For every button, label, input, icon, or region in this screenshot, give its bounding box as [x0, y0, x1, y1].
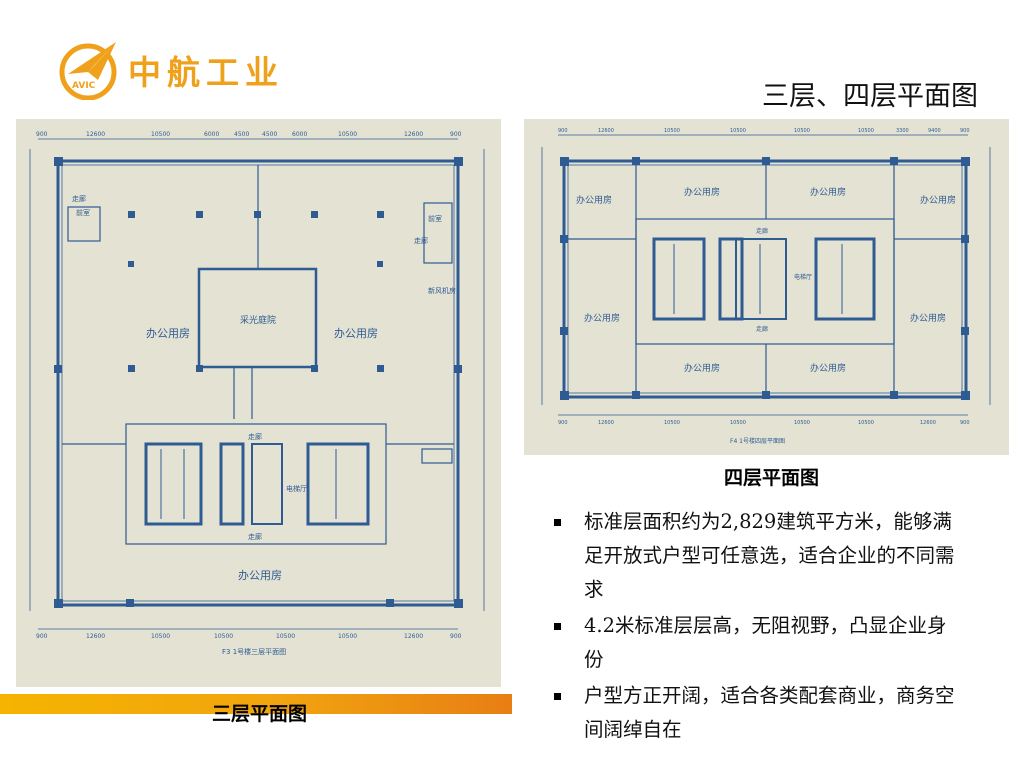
- bullet-square-icon: [554, 693, 561, 700]
- feature-item: 标准层面积约为2,829建筑平方米，能够满足开放式户型可任意选，适合企业的不同需…: [548, 505, 964, 607]
- dimension-label: 900: [450, 131, 462, 138]
- corridor-label: 走廊: [756, 325, 768, 333]
- dimension-label: 900: [558, 128, 568, 134]
- fourth-floor-drawing: 办公用房 办公用房 办公用房 办公用房 办公用房 办公用房 办公用房 办公用房 …: [541, 128, 991, 445]
- dimension-label: 10500: [214, 633, 233, 640]
- dimension-label: 6000: [204, 131, 219, 138]
- page-title: 三层、四层平面图: [762, 81, 978, 112]
- corridor-label: 走廊: [248, 432, 262, 441]
- fourth-floor-plan: 办公用房 办公用房 办公用房 办公用房 办公用房 办公用房 办公用房 办公用房 …: [524, 119, 1009, 455]
- corridor-label: 走廊: [414, 236, 428, 245]
- feature-text: 标准层面积约为2,829建筑平方米，能够满足开放式户型可任意选，适合企业的不同需…: [584, 510, 955, 601]
- courtyard-label: 采光庭院: [240, 314, 276, 326]
- fresh-air-room-label: 新风机房: [428, 286, 456, 295]
- room-label: 办公用房: [810, 362, 846, 374]
- room-label: 办公用房: [334, 327, 378, 340]
- third-floor-drawing: 办公用房 办公用房 办公用房 采光庭院 走廊 走廊 走廊 走廊 前室 前室 电梯…: [29, 131, 485, 656]
- dimension-label: 900: [450, 633, 462, 640]
- dimension-label: 900: [960, 420, 970, 426]
- dimension-label: 12600: [598, 128, 614, 134]
- room-label: 办公用房: [910, 312, 946, 324]
- fourth-floor-caption: 四层平面图: [724, 467, 820, 489]
- avic-wing-logo-icon: AVIC: [59, 42, 117, 101]
- third-floor-plan: 办公用房 办公用房 办公用房 采光庭院 走廊 走廊 走廊 走廊 前室 前室 电梯…: [16, 119, 501, 687]
- dimension-label: 10500: [338, 633, 357, 640]
- dimension-label: 10500: [858, 128, 874, 134]
- third-floor-caption: 三层平面图: [212, 703, 308, 725]
- dimension-label: 10500: [730, 128, 746, 134]
- dimension-label: 900: [960, 128, 970, 134]
- brand-name: 中航工业: [128, 53, 284, 92]
- dimension-label: 10500: [276, 633, 295, 640]
- dimension-label: 10500: [664, 128, 680, 134]
- room-label: 办公用房: [810, 186, 846, 198]
- dimension-label: 12600: [920, 420, 936, 426]
- anteroom-label: 前室: [428, 214, 442, 223]
- bullet-square-icon: [554, 623, 561, 630]
- dimension-label: 10500: [858, 420, 874, 426]
- dimension-label: 10500: [338, 131, 357, 138]
- dimension-label: 10500: [794, 420, 810, 426]
- dimension-label: 6000: [292, 131, 307, 138]
- dimension-label: 3300: [896, 128, 909, 134]
- dimension-label: 9400: [928, 128, 941, 134]
- dimension-label: 10500: [730, 420, 746, 426]
- room-label: 办公用房: [576, 194, 612, 206]
- corridor-label: 走廊: [248, 532, 262, 541]
- dimension-label: 10500: [664, 420, 680, 426]
- dimension-label: 900: [36, 131, 48, 138]
- corridor-label: 走廊: [756, 227, 768, 235]
- anteroom-label: 前室: [76, 208, 90, 217]
- corridor-label: 走廊: [72, 194, 86, 203]
- dimension-label: 12600: [404, 131, 423, 138]
- avic-logo: AVIC: [58, 36, 298, 101]
- feature-list: 标准层面积约为2,829建筑平方米，能够满足开放式户型可任意选，适合企业的不同需…: [548, 505, 964, 749]
- room-label: 办公用房: [684, 362, 720, 374]
- elevator-hall-label: 电梯厅: [286, 484, 307, 493]
- feature-text: 户型方正开阔，适合各类配套商业，商务空间阔绰自在: [584, 684, 955, 741]
- dimension-label: 4500: [262, 131, 277, 138]
- dimension-label: 10500: [151, 131, 170, 138]
- logo-badge: AVIC: [72, 81, 96, 91]
- feature-text: 4.2米标准层层高，无阻视野，凸显企业身份: [584, 614, 947, 671]
- bullet-square-icon: [554, 519, 561, 526]
- elevator-hall-label: 电梯厅: [794, 273, 812, 281]
- room-label: 办公用房: [684, 186, 720, 198]
- dimension-label: 10500: [151, 633, 170, 640]
- drawing-title: F4 1号楼四层平面图: [730, 437, 785, 445]
- feature-item: 户型方正开阔，适合各类配套商业，商务空间阔绰自在: [548, 679, 964, 747]
- dimension-label: 12600: [86, 131, 105, 138]
- dimension-label: 10500: [794, 128, 810, 134]
- accent-bar: [0, 694, 512, 714]
- room-label: 办公用房: [146, 327, 190, 340]
- dimension-label: 12600: [598, 420, 614, 426]
- drawing-title: F3 1号楼三层平面图: [222, 647, 286, 656]
- dimension-label: 12600: [404, 633, 423, 640]
- dimension-label: 4500: [234, 131, 249, 138]
- room-label: 办公用房: [238, 569, 282, 582]
- room-label: 办公用房: [584, 312, 620, 324]
- dimension-label: 900: [36, 633, 48, 640]
- room-label: 办公用房: [920, 194, 956, 206]
- feature-item: 4.2米标准层层高，无阻视野，凸显企业身份: [548, 609, 964, 677]
- dimension-label: 900: [558, 420, 568, 426]
- dimension-label: 12600: [86, 633, 105, 640]
